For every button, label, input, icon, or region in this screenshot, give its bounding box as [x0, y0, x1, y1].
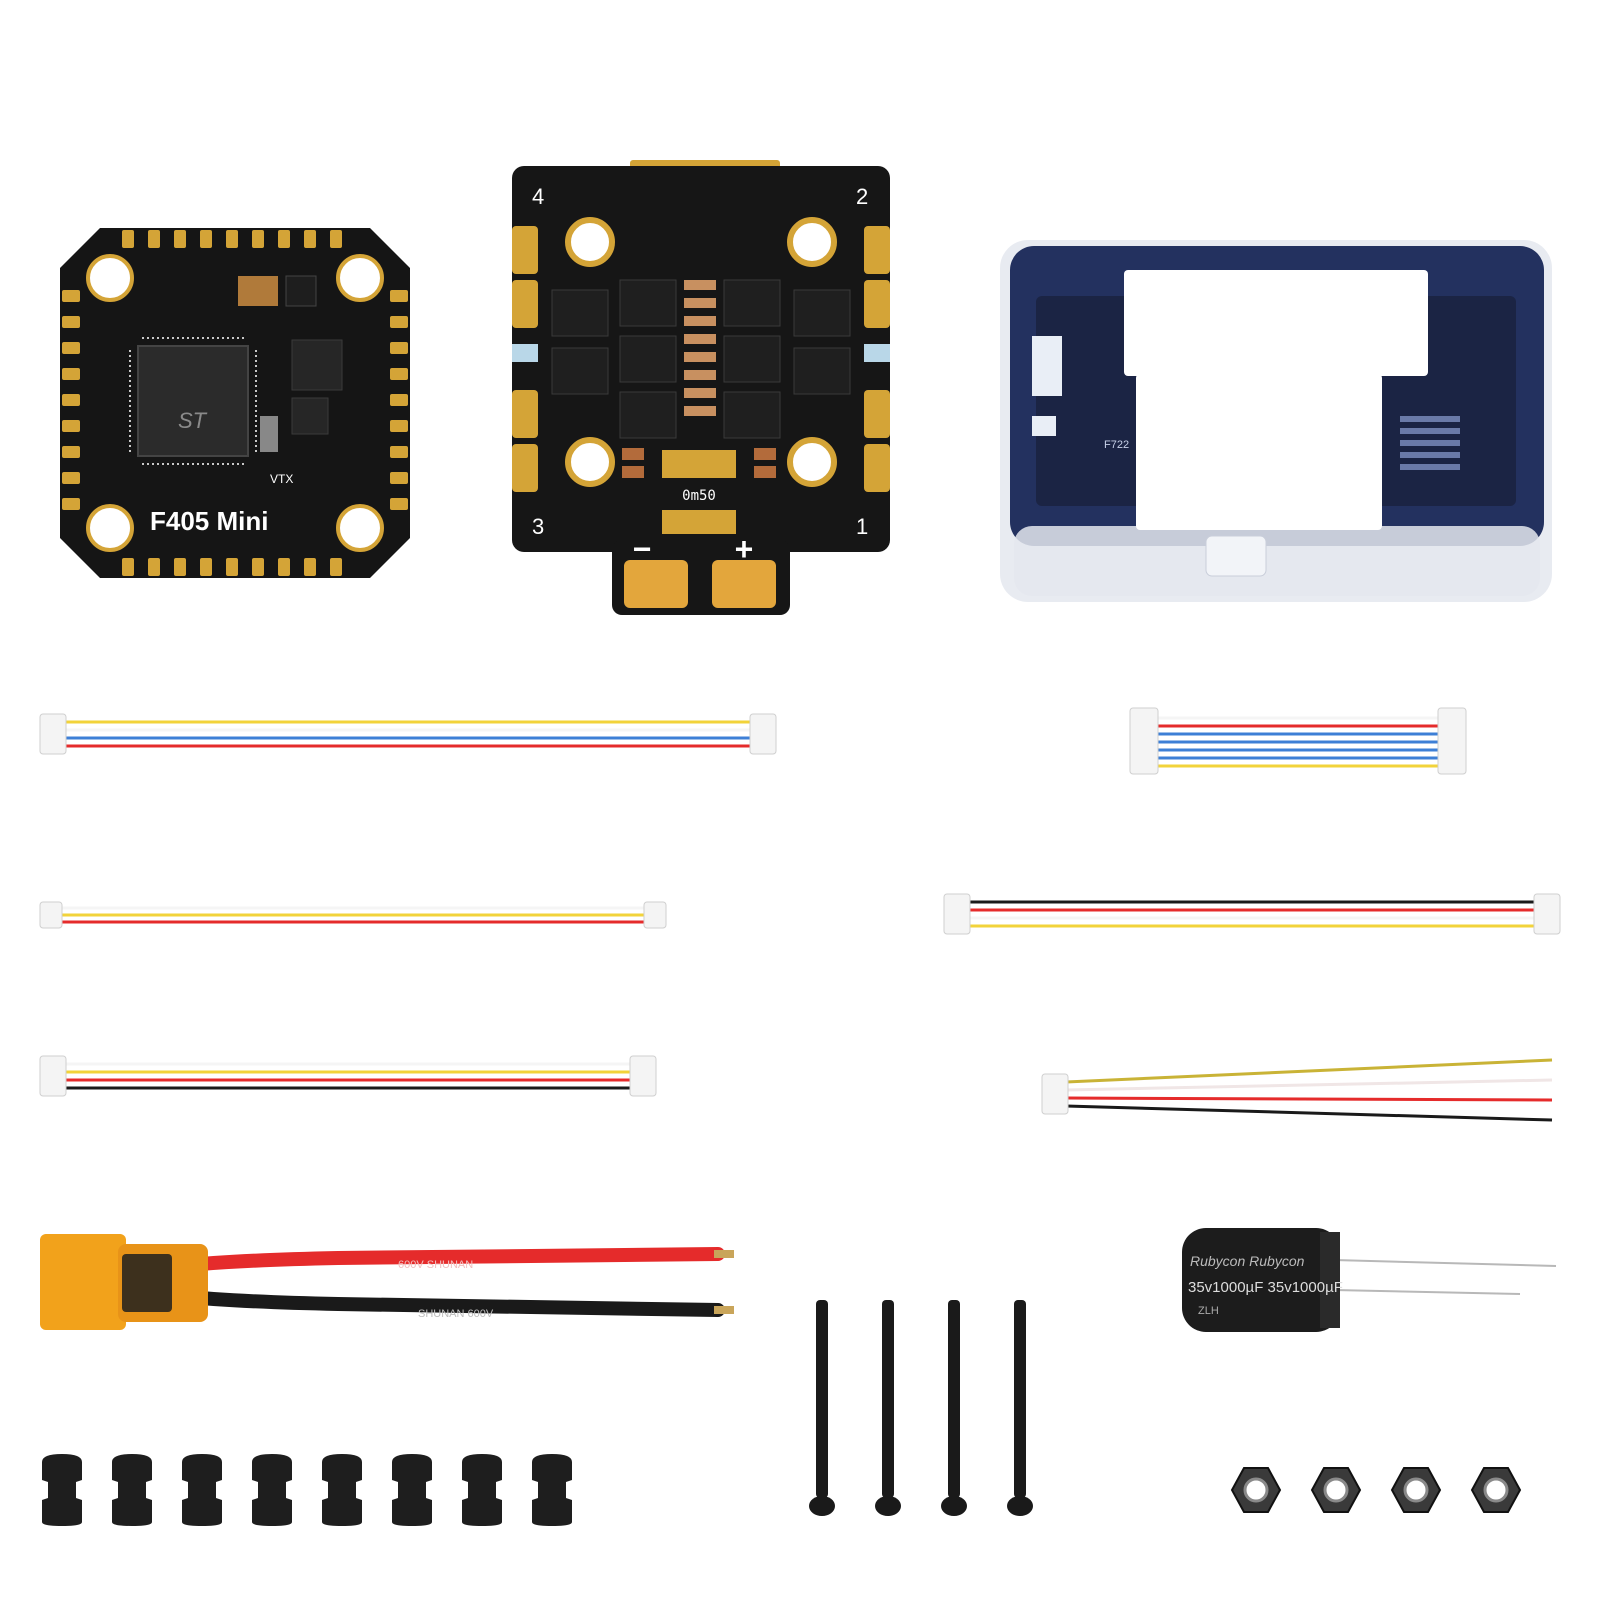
capacitor-series: ZLH — [1198, 1305, 1219, 1317]
m3-screw — [808, 1300, 836, 1518]
esc-shunt-label: 0m50 — [682, 488, 716, 504]
esc-board: 0m50 4 2 3 1 − + — [512, 160, 890, 615]
jst-cable — [1128, 706, 1468, 776]
fc-model-label: F405 Mini — [150, 506, 268, 536]
hex-nuts — [1228, 1460, 1528, 1520]
flight-controller-board: ST F405 Mini VTX — [60, 228, 410, 578]
esc-corner-number: 3 — [532, 514, 544, 539]
jst-cable — [38, 898, 668, 932]
storage-case: F722 — [996, 236, 1556, 606]
m3-screw — [874, 1300, 902, 1518]
xt60-red-wire-print: 600V SHUNAN — [398, 1259, 473, 1271]
rubber-grommets — [38, 1452, 578, 1528]
xt60-black-wire-print: SHUNAN 600V — [418, 1308, 494, 1320]
m3-screw — [1006, 1300, 1034, 1518]
esc-corner-number: 2 — [856, 184, 868, 209]
esc-corner-number: 1 — [856, 514, 868, 539]
svg-text:ST: ST — [178, 408, 208, 433]
fc-vtx-label: VTX — [270, 472, 293, 486]
xt60-lead: 600V SHUNAN SHUNAN 600V — [38, 1230, 738, 1336]
capacitor-brand: Rubycon Rubycon — [1190, 1253, 1305, 1269]
jst-cable — [1040, 1052, 1560, 1128]
esc-corner-number: 4 — [532, 184, 544, 209]
esc-plus-label: + — [735, 531, 754, 567]
capacitor: Rubycon Rubycon 35v1000µF 35v1000µF ZLH — [1180, 1226, 1560, 1336]
capacitor-rating: 35v1000µF 35v1000µF — [1188, 1279, 1343, 1296]
m3-screw — [940, 1300, 968, 1518]
case-board-label: F722 — [1104, 439, 1129, 451]
jst-cable — [38, 710, 778, 760]
jst-cable — [942, 890, 1562, 938]
jst-cable — [38, 1052, 658, 1100]
esc-minus-label: − — [633, 531, 652, 567]
